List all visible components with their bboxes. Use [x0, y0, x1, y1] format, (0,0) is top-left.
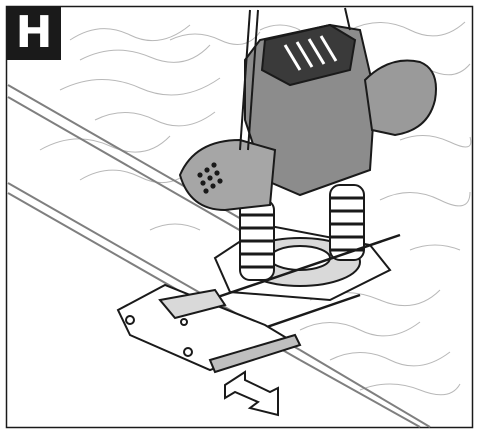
- router-handle-left: [178, 138, 277, 212]
- router-cable: [239, 7, 351, 151]
- direction-arrow-icon: [224, 370, 279, 417]
- step-label-badge: H: [7, 6, 61, 60]
- wood-grain-texture: [39, 21, 472, 396]
- router-handle-right: [363, 59, 437, 137]
- router-columns: [239, 184, 365, 281]
- router-motor-housing: [244, 23, 377, 197]
- parallel-guide: [116, 283, 302, 374]
